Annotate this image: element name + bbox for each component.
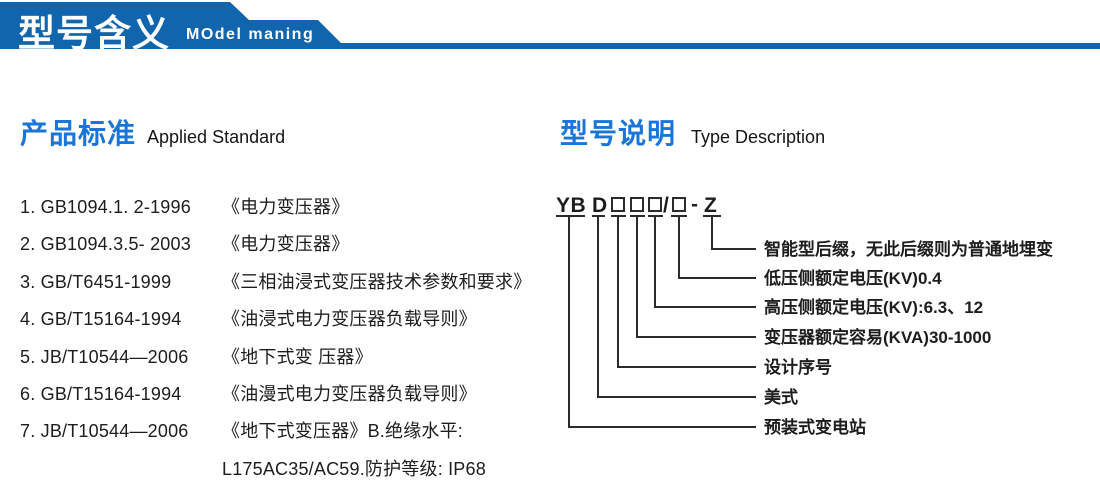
model-code-suffix: Z [704,194,717,217]
standard-code: 1. GB1094.1. 2-1996 [20,197,191,217]
type-heading-en: Type Description [691,127,826,147]
banner-ribbon-shape [0,2,1100,49]
model-code-prefix: YB [556,194,586,217]
standard-title: 《地下式变压器》B.绝缘水平: [222,421,464,442]
model-code-dash: - [691,193,699,216]
standard-title: 《油漫式电力变压器负载导则》 [222,383,477,404]
connector-line-suffix [711,217,756,250]
connector-line-style [597,217,756,398]
standards-heading: 产品标准 Applied Standard [20,112,285,152]
page-title: 型号含义 [18,13,170,54]
model-part-label: 智能型后缀，无此后缀则为普通地埋变 [764,239,1053,259]
standard-list-item: 4. GB/T15164-1994 《油浸式电力变压器负载导则》 [20,301,550,338]
standard-title: 《电力变压器》 [222,197,350,217]
standard-title: 《地下式变 压器》 [222,346,373,367]
standard-code: 4. GB/T15164-1994 [20,309,182,330]
model-code-style: D [592,194,608,217]
standard-code: 3. GB/T6451-1999 [20,271,172,292]
connector-line-design [617,217,756,368]
model-part-label: 变压器额定容易(KVA)30-1000 [764,327,991,347]
connector-line-capacity [636,217,756,338]
model-part-label: 设计序号 [764,357,832,377]
standard-list-item: 6. GB/T15164-1994 《油漫式电力变压器负载导则》 [20,376,550,413]
standard-list-item: 7. JB/T10544—2006 《地下式变压器》B.绝缘水平: [20,413,550,450]
model-code-slash: / [663,194,669,217]
model-part-label: 预装式变电站 [764,417,866,437]
standard-list-item: 3. GB/T6451-1999 《三相油浸式变压器技术参数和要求》 [20,264,550,301]
model-part-label: 低压侧额定电压(KV)0.4 [763,268,942,288]
standard-code: 7. JB/T10544—2006 [20,421,189,442]
placeholder-box [611,197,625,212]
type-heading-cn: 型号说明 [560,118,677,149]
model-part-label: 美式 [764,387,798,407]
standards-heading-cn: 产品标准 [20,118,137,149]
standard-code: 2. GB1094.3.5- 2003 [20,234,191,255]
standard-title: 《油浸式电力变压器负载导则》 [222,309,477,330]
placeholder-box [648,197,662,212]
page-banner: 型号含义 MOdel maning [0,0,1100,54]
standard-code: 5. JB/T10544—2006 [20,346,189,367]
connector-line-lv [678,217,756,279]
model-part-label: 高压侧额定电压(KV):6.3、12 [764,297,983,317]
model-code-diagram: YB D / - Z 智能型后缀，无此后缀则为普通地埋变 低压侧额定电压(KV)… [540,185,1100,457]
standards-heading-en: Applied Standard [147,127,286,147]
standard-title: 《电力变压器》 [222,234,350,255]
page-subtitle: MOdel maning [186,26,315,43]
connector-line-prefix [568,217,756,428]
standard-list-item: 5. JB/T10544—2006 《地下式变 压器》 [20,339,550,376]
standards-list: 1. GB1094.1. 2-1996 《电力变压器》 2. GB1094.3.… [20,189,550,488]
standard-list-item-continuation: L175AC35/AC59.防护等级: IP68 [20,451,550,488]
placeholder-box [672,197,686,212]
standard-title: L175AC35/AC59.防护等级: IP68 [222,458,486,479]
type-heading: 型号说明 Type Description [560,112,825,152]
standard-title: 《三相油浸式变压器技术参数和要求》 [222,271,532,292]
standard-list-item: 2. GB1094.3.5- 2003 《电力变压器》 [20,226,550,263]
standard-list-item: 1. GB1094.1. 2-1996 《电力变压器》 [20,189,550,226]
standard-code: 6. GB/T15164-1994 [20,383,182,404]
placeholder-box [630,197,644,212]
standard-code [20,451,222,488]
connector-line-hv [654,217,756,308]
